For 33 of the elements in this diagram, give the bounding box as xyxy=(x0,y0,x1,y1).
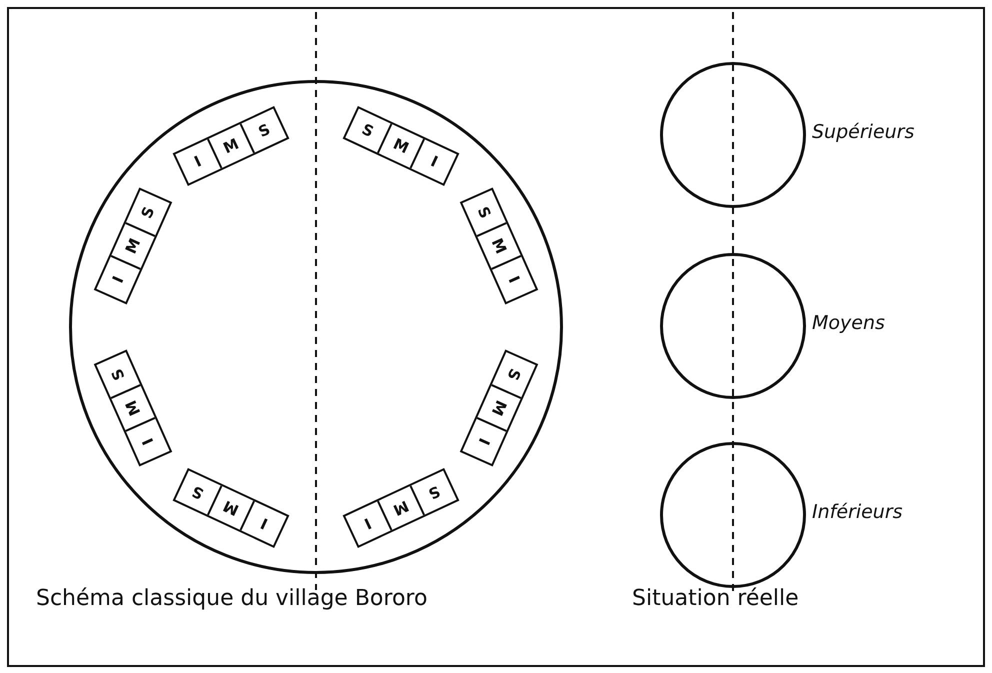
moiety-letter: I xyxy=(409,138,456,184)
figure-caption: Situation réelle xyxy=(632,586,799,611)
group-circle xyxy=(660,253,806,399)
figure-caption: Schéma classique du village Bororo xyxy=(36,586,428,611)
moiety-letter: M xyxy=(376,123,423,168)
moiety-letter: S xyxy=(472,202,496,223)
circle-caption: Inférieurs xyxy=(812,501,903,523)
moiety-letter: S xyxy=(502,365,526,386)
moiety-letter: I xyxy=(491,254,536,302)
moiety-letter: I xyxy=(190,150,206,173)
moiety-letter: I xyxy=(344,501,392,546)
moiety-letter: S xyxy=(176,470,222,516)
moiety-letter: M xyxy=(476,221,520,268)
moiety-letter: M xyxy=(209,486,256,531)
moiety-letter: S xyxy=(240,108,288,153)
moiety-letter: M xyxy=(112,386,156,432)
group-circle xyxy=(660,442,806,588)
moiety-letter: I xyxy=(462,418,506,464)
moiety-letter: S xyxy=(424,481,444,506)
moiety-letter: S xyxy=(126,190,170,236)
moiety-letter: I xyxy=(257,513,272,536)
moiety-letter: M xyxy=(378,486,425,530)
village-circle xyxy=(69,80,563,574)
moiety-letter: S xyxy=(96,352,141,399)
circle-caption: Moyens xyxy=(812,312,885,334)
group-circle xyxy=(660,62,806,208)
circle-caption: Supérieurs xyxy=(812,121,914,143)
moiety-letter: I xyxy=(138,434,159,450)
moiety-letter: M xyxy=(477,384,522,431)
moiety-letter: I xyxy=(108,272,129,288)
moiety-letter: S xyxy=(358,118,377,143)
moiety-letter: M xyxy=(207,124,254,168)
moiety-letter: M xyxy=(110,223,155,270)
